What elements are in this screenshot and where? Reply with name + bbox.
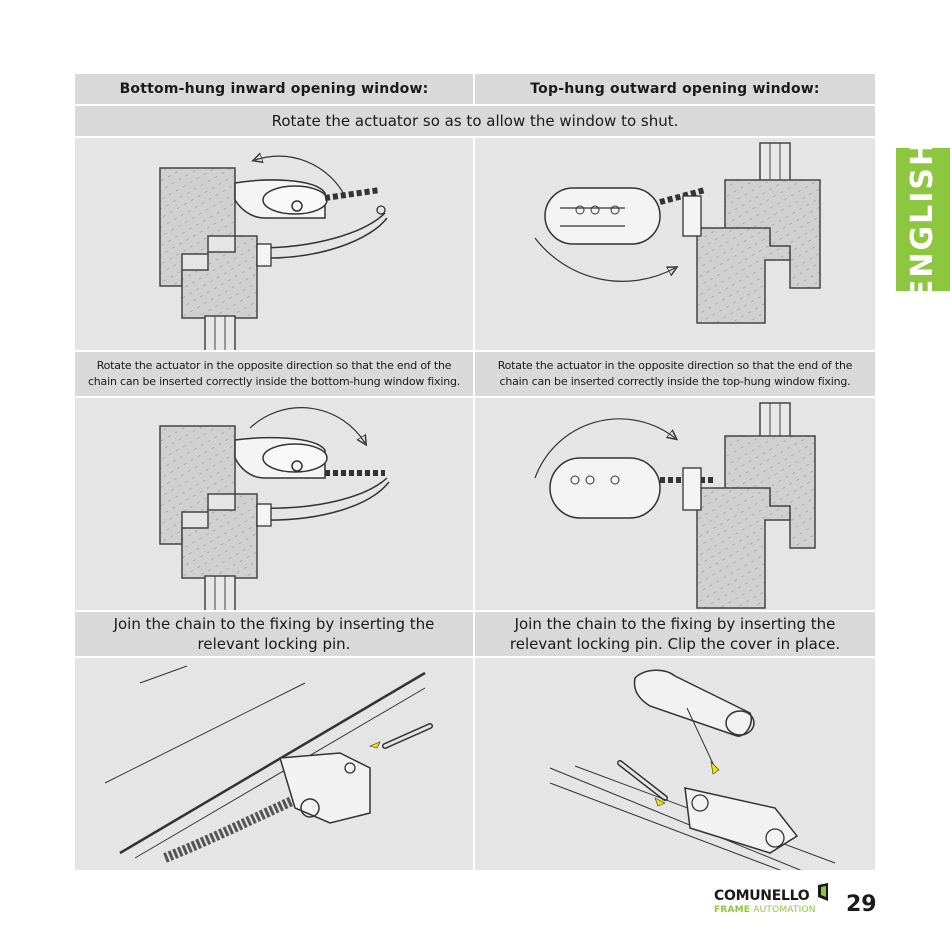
step3-instruction-bottom-hung: Join the chain to the fixing by insertin… [75, 612, 475, 658]
brand-tagline: FRAME AUTOMATION [714, 905, 816, 915]
step2-bottom-hung-illustration [159, 407, 390, 610]
step1-bottom-hung-illustration [159, 138, 388, 350]
step1-image-top-hung [475, 138, 875, 352]
step1-top-hung-illustration [534, 142, 821, 324]
step1-instruction: Rotate the actuator so as to allow the w… [75, 106, 875, 138]
step2-instruction-top-hung: Rotate the actuator in the opposite dire… [475, 352, 875, 398]
step2-image-bottom-hung [75, 398, 475, 612]
brand-name: COMUNELLO [714, 888, 810, 904]
step3-bottom-hung-illustration [104, 665, 433, 863]
step1-image-bottom-hung [75, 138, 475, 352]
brand-mark-icon [818, 883, 828, 901]
brand-logo: COMUNELLO FRAME AUTOMATION [712, 880, 832, 920]
brand-tagline-bold: FRAME [714, 905, 751, 915]
language-tab-label: ENGLISH [905, 138, 941, 301]
step2-instruction-bottom-hung: Rotate the actuator in the opposite dire… [75, 352, 475, 398]
step2-image-top-hung [475, 398, 875, 612]
step3-image-bottom-hung [75, 658, 475, 872]
column-header-top-hung: Top-hung outward opening window: [475, 74, 875, 106]
step3-top-hung-illustration [549, 669, 836, 870]
column-header-bottom-hung: Bottom-hung inward opening window: [75, 74, 475, 106]
page-number: 29 [846, 892, 877, 917]
step3-instruction-top-hung: Join the chain to the fixing by insertin… [475, 612, 875, 658]
step2-top-hung-illustration [534, 402, 816, 609]
brand-tagline-rest: AUTOMATION [750, 905, 816, 915]
step3-image-top-hung [475, 658, 875, 872]
instruction-table: Bottom-hung inward opening window: Top-h… [75, 74, 875, 872]
language-tab-english: ENGLISH [896, 139, 950, 300]
